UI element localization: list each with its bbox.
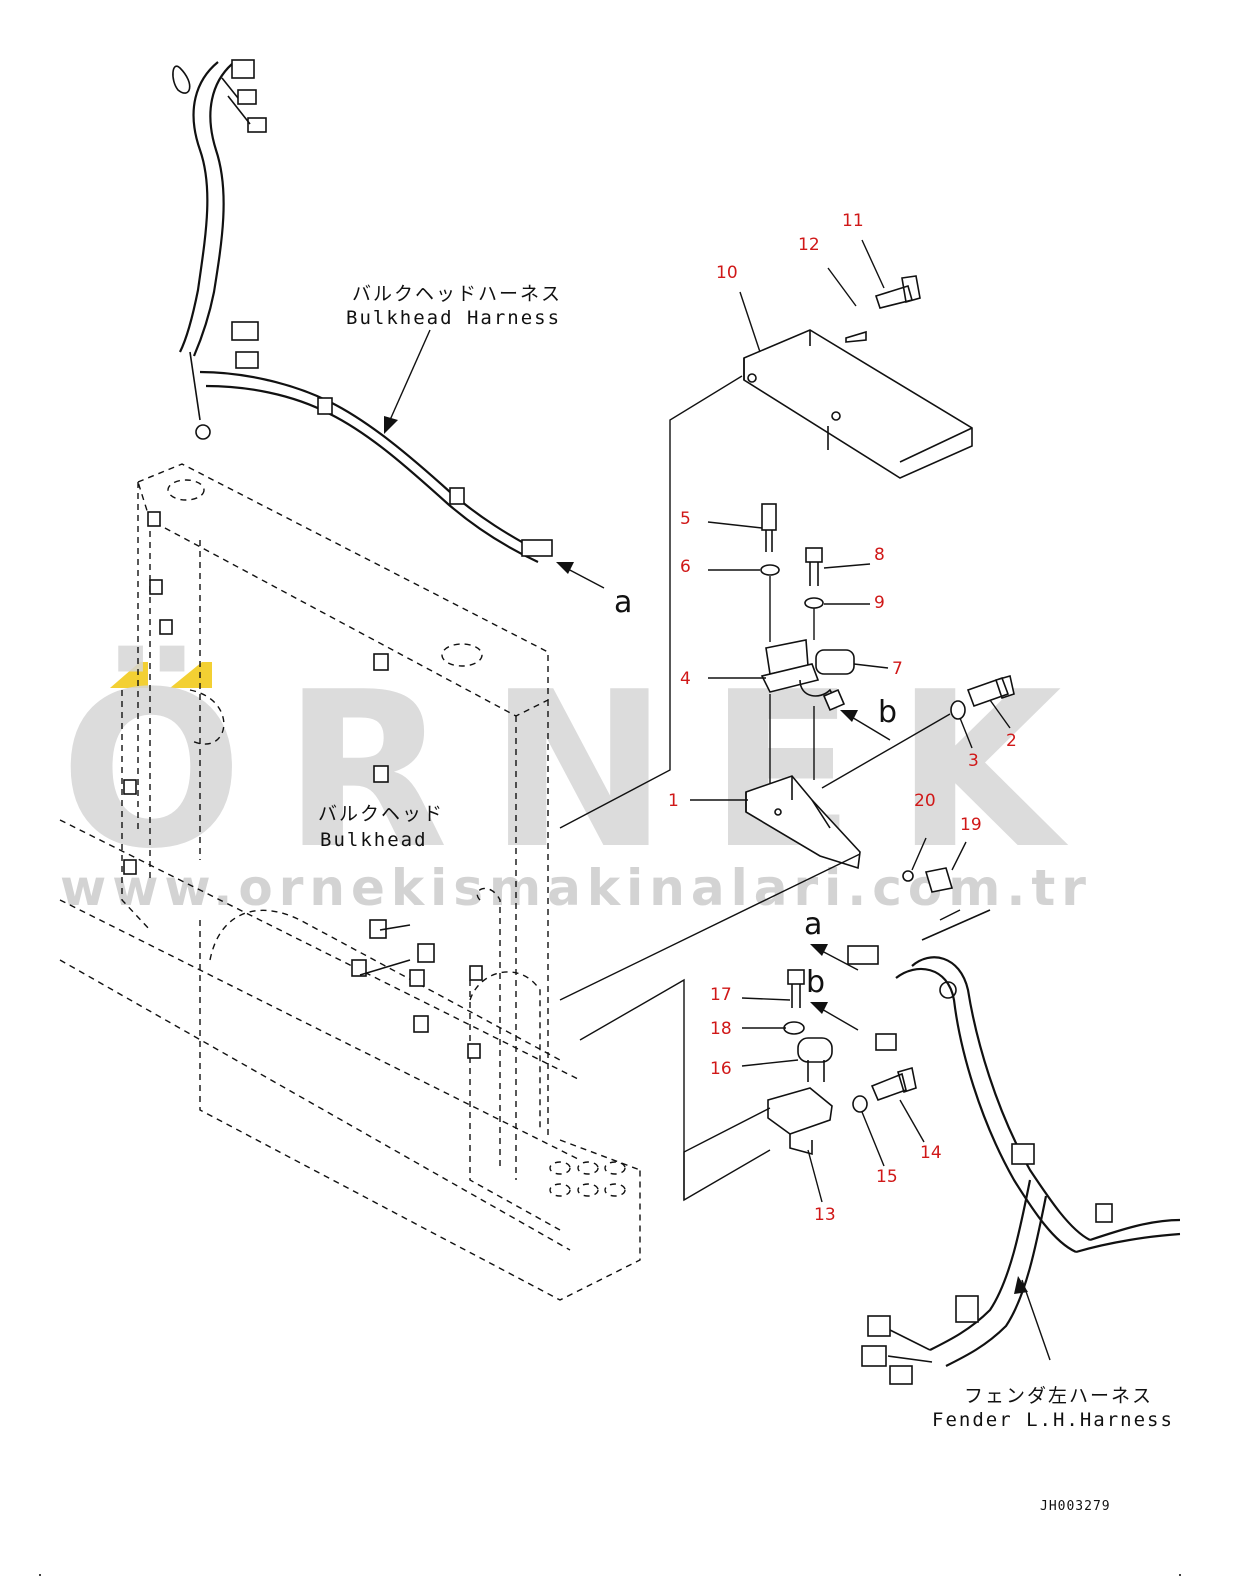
connector-icon	[231, 321, 259, 341]
arrow-label-b-top: b	[878, 695, 897, 730]
washer-icon	[950, 700, 966, 720]
part-number-16: 16	[710, 1059, 732, 1079]
connector-icon	[861, 1345, 887, 1367]
fender-harness-label-en: Fender L.H.Harness	[932, 1409, 1174, 1431]
watermark: ÖRNEK www.ornekismakinalari.com.tr	[60, 645, 1102, 917]
part-number-12: 12	[798, 235, 820, 255]
clip-icon	[1095, 1203, 1113, 1223]
drawing-code: JH003279	[1040, 1499, 1111, 1514]
bolt-icon	[761, 503, 777, 531]
cover-plate-part-10	[743, 275, 973, 479]
part-number-4: 4	[680, 669, 691, 689]
connector-icon	[521, 539, 553, 557]
washer-icon	[760, 564, 780, 576]
part-number-9: 9	[874, 593, 885, 613]
part-number-11: 11	[842, 211, 864, 231]
connector-icon	[875, 1033, 897, 1051]
nut-icon	[147, 511, 161, 527]
part-number-14: 14	[920, 1143, 942, 1163]
part-number-20: 20	[914, 791, 936, 811]
washer-icon	[783, 1021, 805, 1035]
corner-marks	[39, 1574, 1181, 1576]
part-leaders	[690, 239, 1011, 1203]
part-number-18: 18	[710, 1019, 732, 1039]
arrows	[384, 329, 1051, 1361]
grommet-icon	[955, 1295, 979, 1323]
arrow-label-a-top: a	[614, 585, 632, 620]
nut-icon	[123, 779, 137, 795]
bulkhead-harness-drawing	[172, 59, 553, 563]
connector-icon	[235, 351, 259, 369]
part-number-1: 1	[668, 791, 679, 811]
bulkhead-harness-label-jp: バルクヘッドハーネス	[352, 283, 562, 305]
text-labels: バルクヘッドハーネス Bulkhead Harness バルクヘッド Bulkh…	[318, 283, 1174, 1514]
nut-icon	[469, 965, 483, 981]
part-number-6: 6	[680, 557, 691, 577]
arrow-label-b-bottom: b	[806, 965, 825, 1000]
nut-icon	[373, 765, 389, 783]
part-number-8: 8	[874, 545, 885, 565]
clip-icon	[449, 487, 465, 505]
washer-icon	[804, 597, 824, 609]
connector-icon	[889, 1365, 913, 1385]
bulkhead-label-jp: バルクヘッド	[318, 803, 444, 825]
watermark-url: www.ornekismakinalari.com.tr	[60, 859, 1092, 917]
part-number-13: 13	[814, 1205, 836, 1225]
bulkhead-label-en: Bulkhead	[320, 829, 428, 851]
bulkhead-harness-label-en: Bulkhead Harness	[346, 307, 561, 329]
part-number-5: 5	[680, 509, 691, 529]
watermark-brand: ÖRNEK	[60, 645, 1102, 896]
bolt-icon	[787, 969, 805, 985]
nut-icon	[123, 859, 137, 875]
fender-harness-drawing	[847, 945, 1181, 1385]
clip-icon	[1011, 1143, 1035, 1165]
watermark-accent-right	[170, 662, 212, 688]
arrow-icon	[810, 1002, 828, 1014]
arrow-icon	[840, 710, 858, 722]
nut-icon	[409, 969, 425, 987]
part-number-17: 17	[710, 985, 732, 1005]
bolt-icon	[805, 547, 823, 563]
nut-icon	[413, 1015, 429, 1033]
washer-icon	[852, 1095, 868, 1113]
nut-icon	[467, 1043, 481, 1059]
connector-icon	[867, 1315, 891, 1337]
relay-icon	[815, 649, 855, 675]
nut-icon	[351, 959, 367, 977]
reference-lines	[559, 375, 961, 1202]
part-number-3: 3	[968, 751, 979, 771]
arrow-icon	[556, 562, 574, 574]
part-number-7: 7	[892, 659, 903, 679]
nut-icon	[417, 943, 435, 963]
connector-icon	[237, 89, 257, 105]
clip-icon	[317, 397, 333, 415]
bulkhead-frame-drawing	[59, 463, 641, 1301]
fender-harness-label-jp: フェンダ左ハーネス	[964, 1385, 1153, 1407]
arrow-label-a-bottom: a	[804, 907, 822, 942]
arrow-icon	[384, 416, 398, 434]
part-number-15: 15	[876, 1167, 898, 1187]
lower-bracket-assembly	[767, 867, 991, 1156]
connector-icon	[847, 945, 879, 965]
arrow-icon	[1014, 1276, 1028, 1294]
nut-icon	[159, 619, 173, 635]
part-number-19: 19	[960, 815, 982, 835]
relay-icon	[797, 1037, 833, 1063]
connector-icon	[247, 117, 267, 133]
bracket-assembly	[745, 503, 1015, 870]
arrow-icon	[810, 944, 828, 956]
part-number-10: 10	[716, 263, 738, 283]
connector-icon	[231, 59, 255, 79]
part-number-labels: 1 2 3 4 5 6 7 8 9 10 11 12 13 14 15 16 1…	[668, 211, 1017, 1225]
part-number-2: 2	[1006, 731, 1017, 751]
nut-icon	[373, 653, 389, 671]
nut-icon	[149, 579, 163, 595]
